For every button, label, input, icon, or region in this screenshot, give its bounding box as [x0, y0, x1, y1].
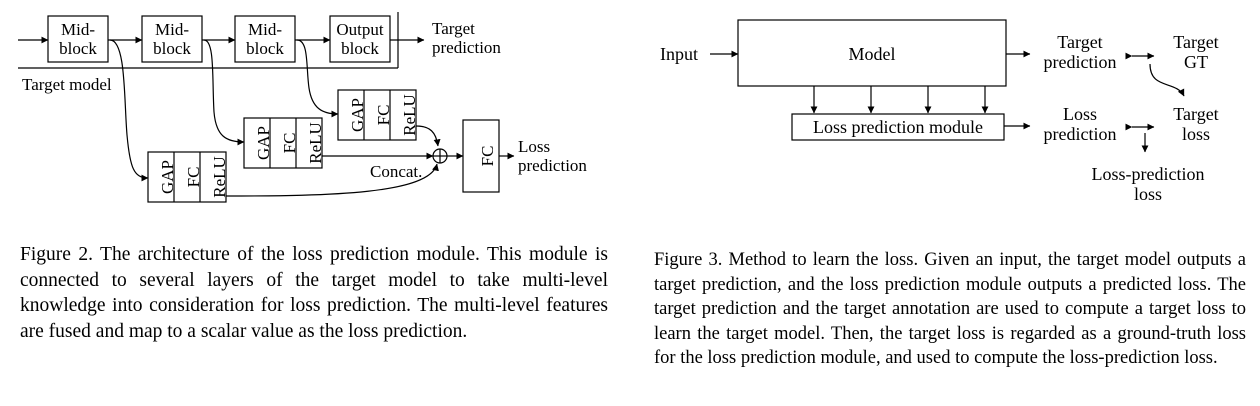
target-model-label: Target model — [22, 75, 112, 94]
block-label: Mid-block — [153, 20, 191, 58]
fc-label: FC — [374, 105, 393, 126]
fc-output-label: FC — [478, 146, 497, 167]
mid-block-1 — [47, 15, 109, 63]
block-label: Mid-block — [59, 20, 97, 58]
fc-label: FC — [280, 133, 299, 154]
relu-label: ReLU — [210, 156, 229, 198]
concat-label: Concat. — [370, 162, 422, 181]
model-label: Model — [849, 44, 896, 64]
loss-prediction-module-label: Loss prediction module — [813, 117, 983, 137]
figure-3-caption: Figure 3. Method to learn the loss. Give… — [654, 250, 1246, 368]
relu-label: ReLU — [306, 122, 325, 164]
relu-label: ReLU — [400, 94, 419, 136]
fc-label: FC — [184, 167, 203, 188]
block-label: Mid-block — [246, 20, 284, 58]
figure-2-caption: Figure 2. The architecture of the loss p… — [20, 244, 608, 342]
loss-prediction-module-box — [791, 113, 1005, 141]
gap-label: GAP — [158, 160, 177, 194]
figure-2-diagram — [18, 12, 515, 203]
gap-label: GAP — [254, 126, 273, 160]
input-label: Input — [660, 44, 698, 64]
gap-label: GAP — [348, 98, 367, 132]
figure-3-diagram — [710, 19, 1185, 153]
